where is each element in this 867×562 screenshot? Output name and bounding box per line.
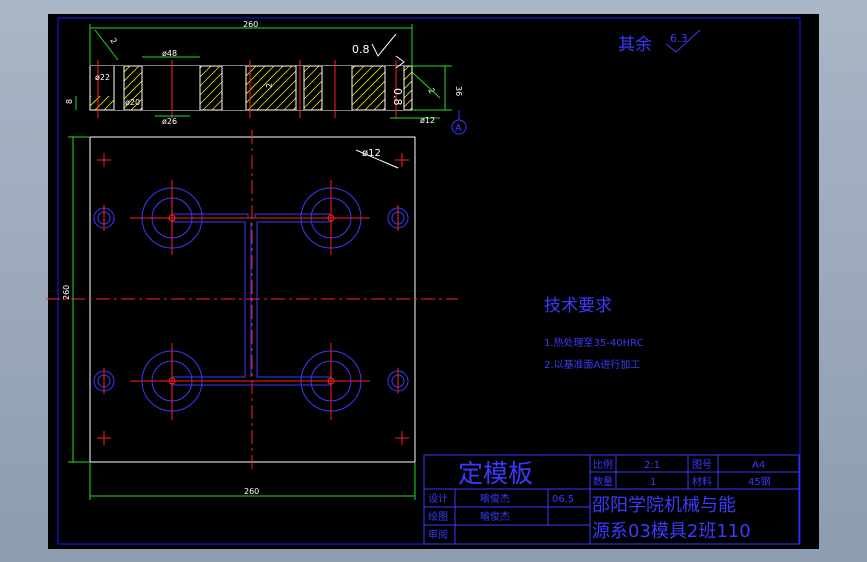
tech-item-1: 1.热处理至35-40HRC bbox=[544, 336, 644, 349]
section-bore bbox=[90, 66, 114, 96]
section-bore bbox=[222, 66, 246, 110]
hatch-line bbox=[400, 98, 412, 110]
draw-label: 绘图 bbox=[428, 510, 448, 523]
section-centerlines bbox=[97, 60, 397, 118]
dim-dia-48: ø48 bbox=[162, 49, 177, 58]
dim-h-8: 8 bbox=[65, 99, 74, 104]
roughness-tick-b bbox=[395, 55, 405, 69]
section-bore bbox=[142, 66, 200, 110]
tech-title: 技术要求 bbox=[544, 296, 612, 316]
dim-h-2: 2 bbox=[265, 83, 274, 88]
drawing-value: A4 bbox=[752, 460, 765, 471]
hatch-line bbox=[283, 66, 329, 110]
design-date: 06.5 bbox=[552, 494, 574, 505]
school-line-2: 源系03模具2班110 bbox=[592, 521, 751, 542]
dim-height-left: 260 bbox=[62, 285, 71, 300]
hatch-line bbox=[247, 66, 293, 110]
section-dimensions: 260 ø48 ø22 ø20 ø26 ø12 36 8 2 2 2 bbox=[65, 20, 463, 126]
design-name: 喻俊杰 bbox=[480, 492, 510, 505]
review-label: 审阅 bbox=[428, 528, 448, 541]
dim-dia-22: ø22 bbox=[95, 73, 110, 82]
qty-value: 1 bbox=[650, 477, 656, 488]
section-bore bbox=[114, 66, 124, 110]
plan-centerlines bbox=[46, 130, 458, 470]
title-block: 定模板 比例 2:1 图号 A4 数量 1 材料 45钢 设计 喻俊杰 06.5… bbox=[423, 454, 800, 545]
title-block-frame bbox=[423, 454, 800, 545]
roughness-tick-a bbox=[371, 33, 397, 57]
leader-chamfer-top bbox=[94, 29, 119, 61]
note-rest-roughness-tick bbox=[665, 29, 701, 53]
dim-dia-26: ø26 bbox=[162, 117, 177, 126]
scale-value: 2:1 bbox=[644, 460, 660, 471]
dim-chamfer-top: 2 bbox=[108, 37, 118, 46]
plan-dimensions: 260 260 ø12 bbox=[62, 136, 416, 500]
leader-chamfer-right bbox=[411, 71, 441, 99]
drawing-label: 图号 bbox=[692, 459, 712, 471]
design-label: 设计 bbox=[428, 492, 448, 505]
plan-view: 260 260 ø12 bbox=[46, 130, 458, 500]
dim-dia-12-plan: ø12 bbox=[362, 148, 381, 159]
note-rest-value: 6.3 bbox=[670, 32, 688, 45]
roughness-08-b: 0.8 bbox=[391, 88, 404, 106]
leader-dia-12-plan bbox=[355, 149, 399, 169]
section-bore bbox=[322, 66, 352, 110]
dim-width-bottom: 260 bbox=[244, 487, 259, 496]
dim-dia-12-sec: ø12 bbox=[420, 116, 435, 125]
roughness-08-a: 0.8 bbox=[352, 43, 370, 56]
datum-label: A bbox=[455, 123, 462, 134]
scale-label: 比例 bbox=[593, 458, 613, 471]
material-label: 材料 bbox=[692, 475, 712, 488]
section-bore bbox=[385, 66, 404, 110]
hatch-line bbox=[346, 66, 392, 110]
notes-area: 其余 6.3 技术要求 1.热处理至35-40HRC 2.以基准面A进行加工 bbox=[544, 29, 701, 371]
section-view: 260 ø48 ø22 ø20 ø26 ø12 36 8 2 2 2 0.8 0… bbox=[65, 20, 467, 135]
school-line-1: 邵阳学院机械与能 bbox=[592, 495, 736, 516]
hatch-line bbox=[103, 66, 149, 110]
draw-name: 喻俊杰 bbox=[480, 510, 510, 523]
dim-h-36: 36 bbox=[454, 86, 463, 96]
part-name: 定模板 bbox=[458, 459, 533, 488]
note-rest-label: 其余 bbox=[618, 35, 652, 55]
dim-dia-20: ø20 bbox=[125, 98, 140, 107]
dim-chamfer-right: 2 bbox=[426, 87, 436, 96]
qty-label: 数量 bbox=[593, 475, 613, 488]
hatch-line bbox=[256, 66, 302, 110]
roughness-symbols: 0.8 0.8 bbox=[352, 33, 405, 106]
material-value: 45钢 bbox=[748, 475, 771, 488]
dim-width-top: 260 bbox=[243, 20, 258, 29]
tech-item-2: 2.以基准面A进行加工 bbox=[544, 358, 640, 371]
